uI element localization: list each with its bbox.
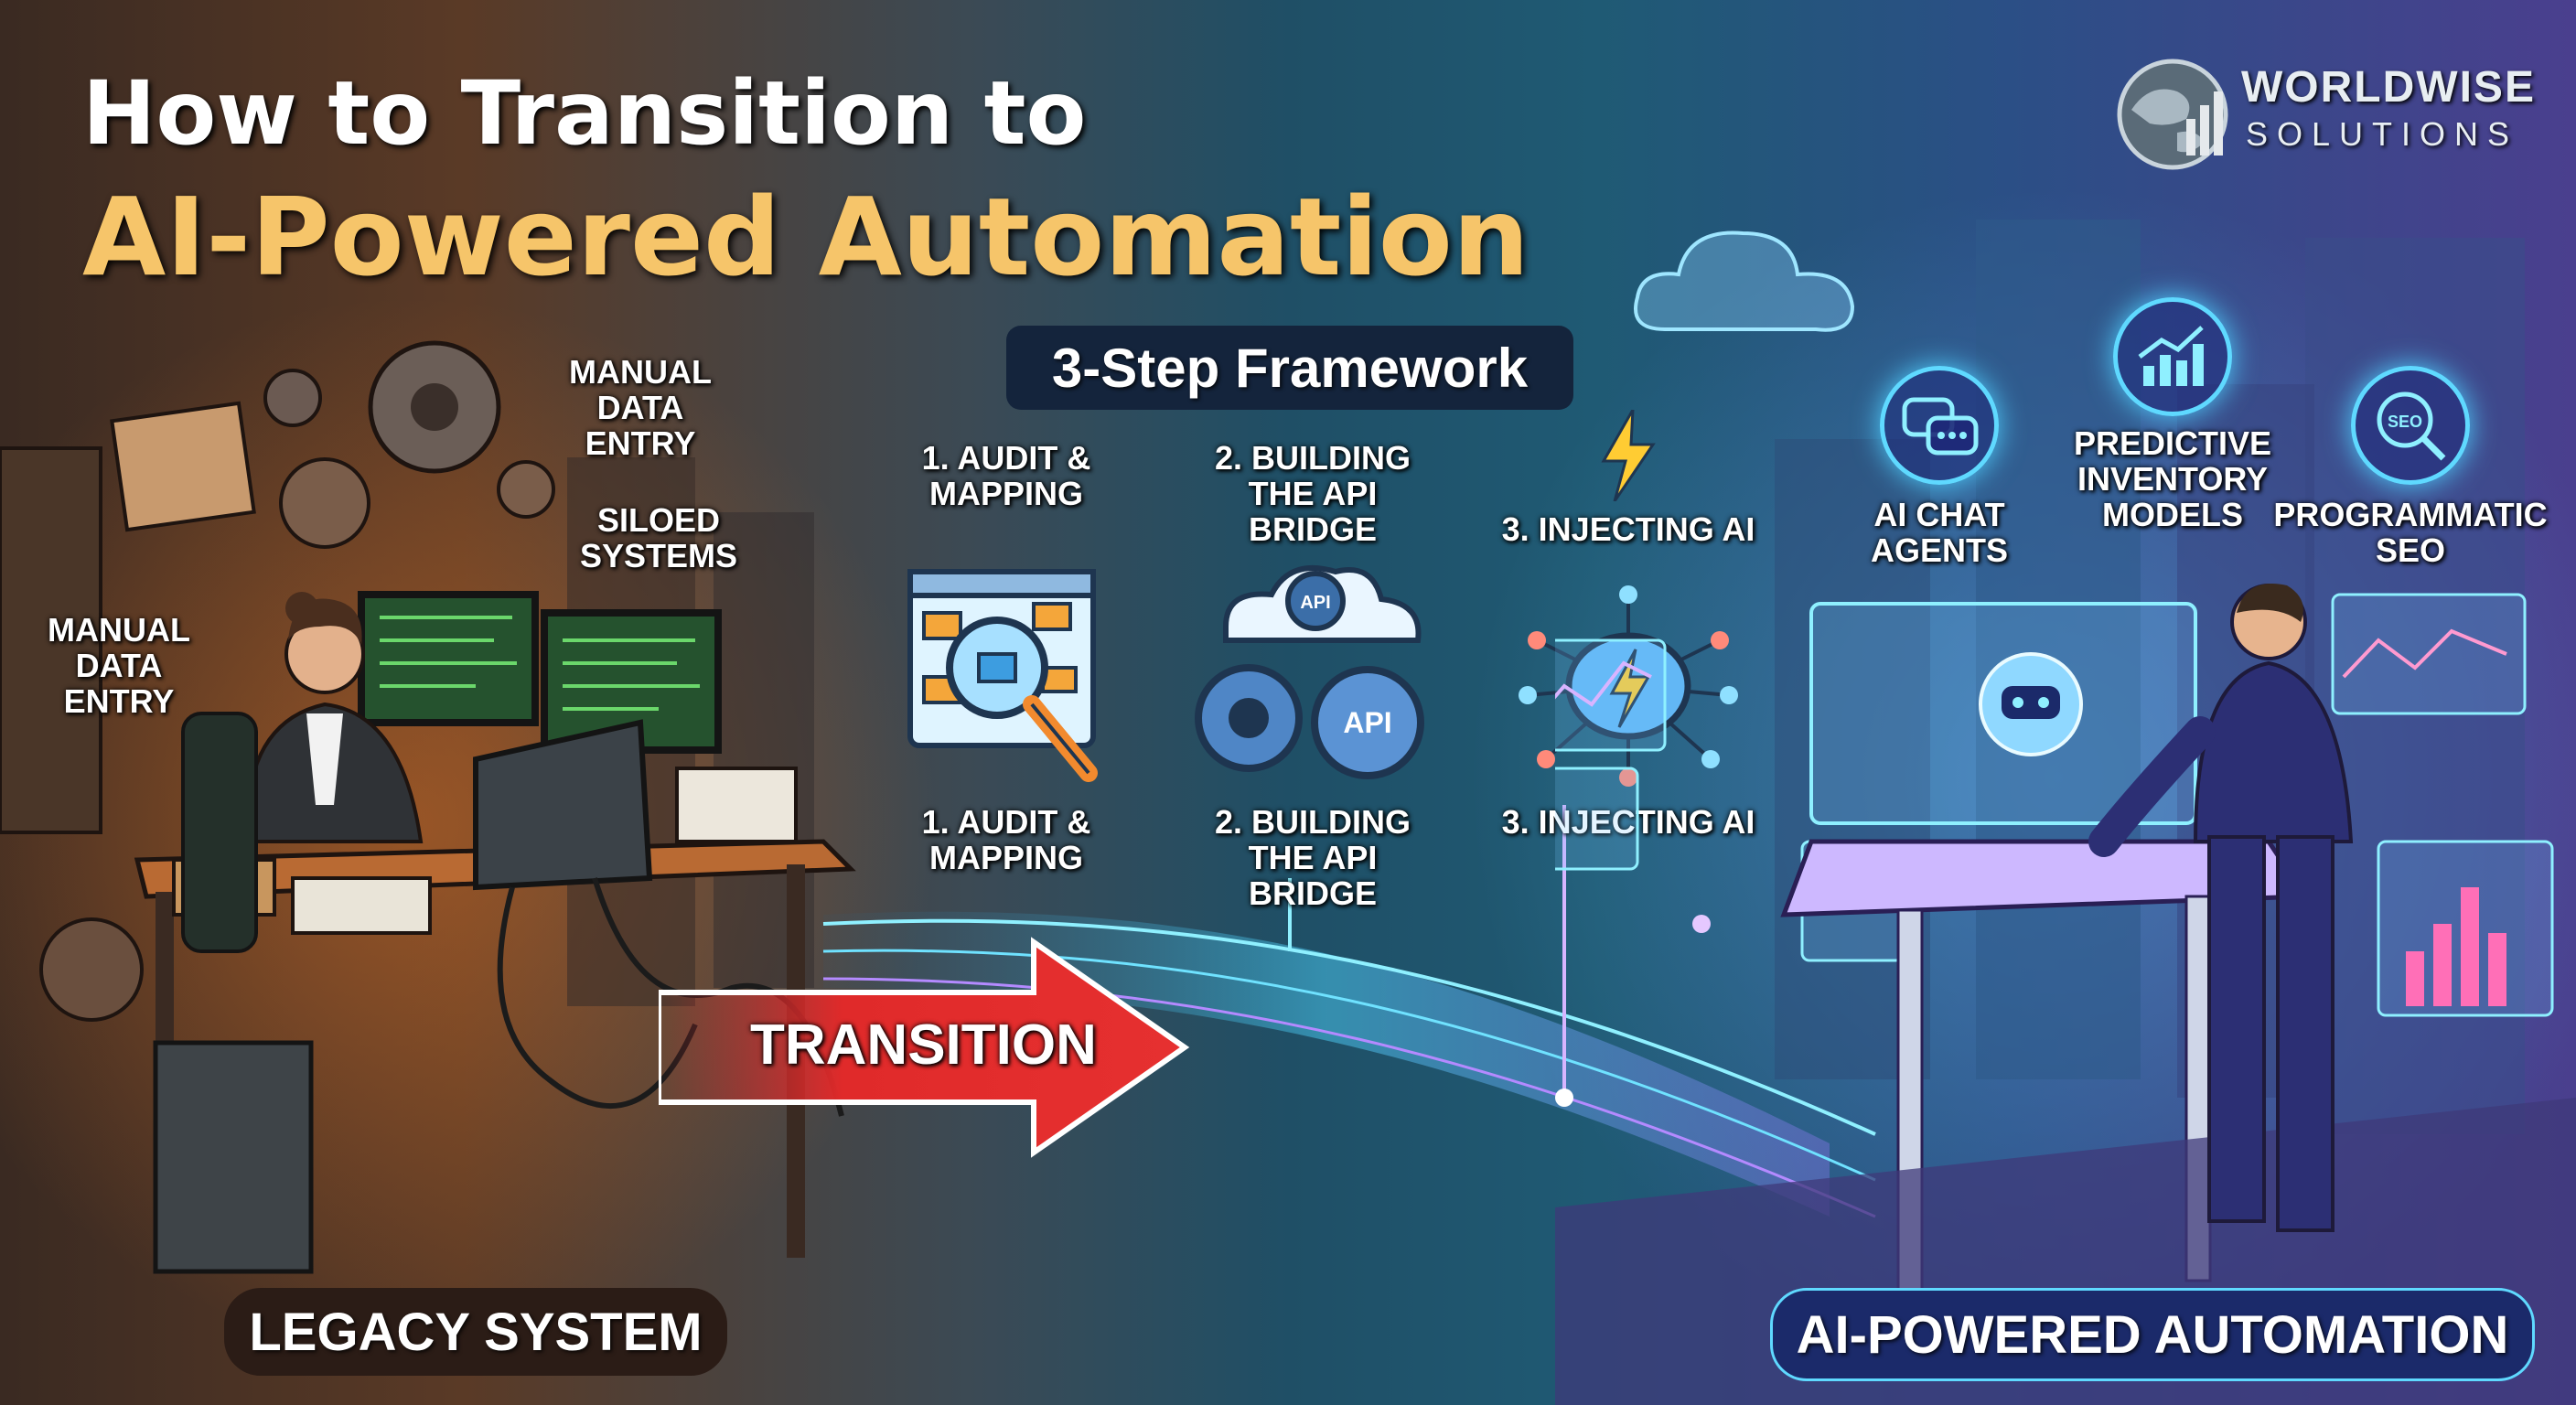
step-2-bottom-label: 2. BUILDING THE API BRIDGE xyxy=(1214,803,1411,912)
legacy-label-siloed: SILOED SYSTEMS xyxy=(579,501,738,574)
ai-automation-badge: AI-POWERED AUTOMATION xyxy=(1770,1288,2535,1381)
seo-search-icon: SEO xyxy=(2351,366,2470,485)
feature-label-predictive: PREDICTIVE INVENTORY MODELS xyxy=(2073,424,2272,533)
title-line-1: How to Transition to xyxy=(82,62,1087,165)
transition-arrow xyxy=(659,937,1190,1158)
step-1-top-label: 1. AUDIT & MAPPING xyxy=(921,439,1091,512)
logo: WORLDWISE SOLUTIONS xyxy=(2113,55,2552,174)
ai-brain-icon xyxy=(1519,585,1738,787)
growth-chart-icon xyxy=(2113,297,2232,416)
step-1-bottom-label: 1. AUDIT & MAPPING xyxy=(921,803,1091,876)
feature-label-seo: PROGRAMMATIC SEO xyxy=(2273,496,2548,569)
svg-text:API: API xyxy=(1300,593,1330,613)
logo-tagline: SOLUTIONS xyxy=(2246,115,2519,153)
legacy-label-manual-entry-left: MANUAL DATA ENTRY xyxy=(48,611,190,720)
title-line-2: AI-Powered Automation xyxy=(82,174,1530,300)
transition-label: TRANSITION xyxy=(750,1014,1097,1077)
legacy-label-manual-entry-top: MANUAL DATA ENTRY xyxy=(569,353,712,462)
chat-bubbles-icon xyxy=(1880,366,1999,485)
framework-heading: 3-Step Framework xyxy=(1006,326,1573,410)
cloud-icon xyxy=(1634,231,1855,332)
lightning-icon xyxy=(1601,410,1656,501)
globe-chart-icon xyxy=(2117,59,2228,170)
step-3-bottom-label: 3. INJECTING AI xyxy=(1501,803,1755,841)
ai-workspace xyxy=(1555,584,2576,1405)
step-3-top-label: 3. INJECTING AI xyxy=(1501,510,1755,548)
step-2-top-label: 2. BUILDING THE API BRIDGE xyxy=(1214,439,1411,548)
legacy-system-badge: LEGACY SYSTEM xyxy=(224,1288,727,1376)
logo-name: WORLDWISE xyxy=(2241,63,2536,112)
magnifier-flowchart-icon xyxy=(907,569,1098,782)
feature-label-ai-chat: AI CHAT AGENTS xyxy=(1870,496,2008,569)
api-gears-icon: API API xyxy=(1195,564,1424,779)
svg-text:SEO: SEO xyxy=(2388,413,2422,431)
legacy-workspace xyxy=(0,340,856,1274)
svg-text:API: API xyxy=(1343,706,1391,739)
